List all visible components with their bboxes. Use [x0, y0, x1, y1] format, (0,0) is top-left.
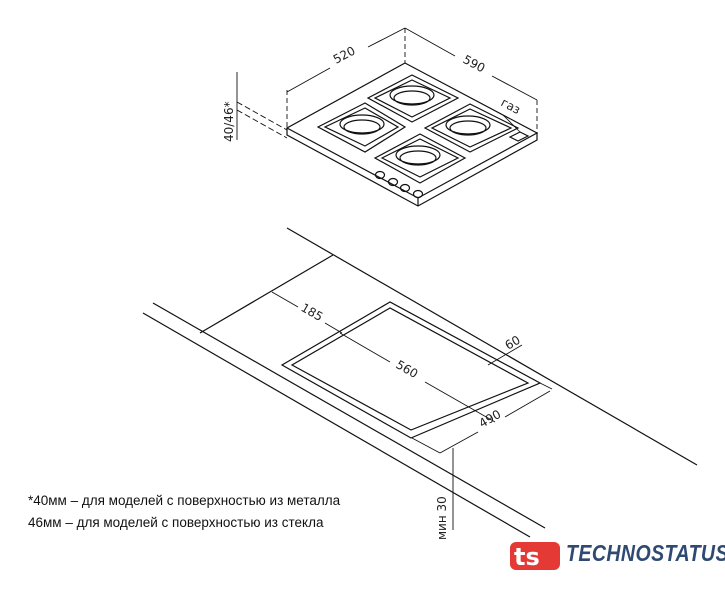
control-knobs: [374, 170, 424, 199]
technostatus-logo-mark: ts: [510, 542, 560, 571]
burner-front: [373, 133, 467, 184]
hob-width-label: 520: [331, 44, 358, 67]
burner-top: [366, 74, 460, 123]
hob-depth-label: 590: [461, 52, 488, 75]
hob-drawing: 520 590 40/46* газ: [222, 27, 539, 207]
cutout-length-label: 560: [394, 357, 421, 381]
gas-inlet: [508, 131, 530, 142]
offset-back-label: 185: [299, 300, 326, 324]
note-glass: 46мм – для моделей с поверхностью из сте…: [28, 515, 324, 530]
technostatus-logo-text: TECHNOSTATUS: [566, 540, 725, 566]
cutout: [280, 301, 542, 439]
cutout-width-label: 490: [477, 407, 504, 431]
offset-side-label: 60: [503, 333, 523, 353]
hob-dimension-lines: [236, 27, 538, 140]
gas-label: газ: [499, 95, 523, 117]
note-metal: *40мм – для моделей с поверхностью из ме…: [28, 493, 341, 508]
hob-height-label: 40/46*: [222, 101, 236, 142]
cutout-dimension-lines: [271, 291, 553, 530]
burner-right: [423, 103, 520, 153]
svg-text:ts: ts: [514, 543, 540, 571]
min-thickness-label: мин 30: [435, 496, 449, 540]
burner-left: [316, 102, 407, 153]
countertop-drawing: 185 560 60 490 мин 30: [142, 227, 698, 540]
